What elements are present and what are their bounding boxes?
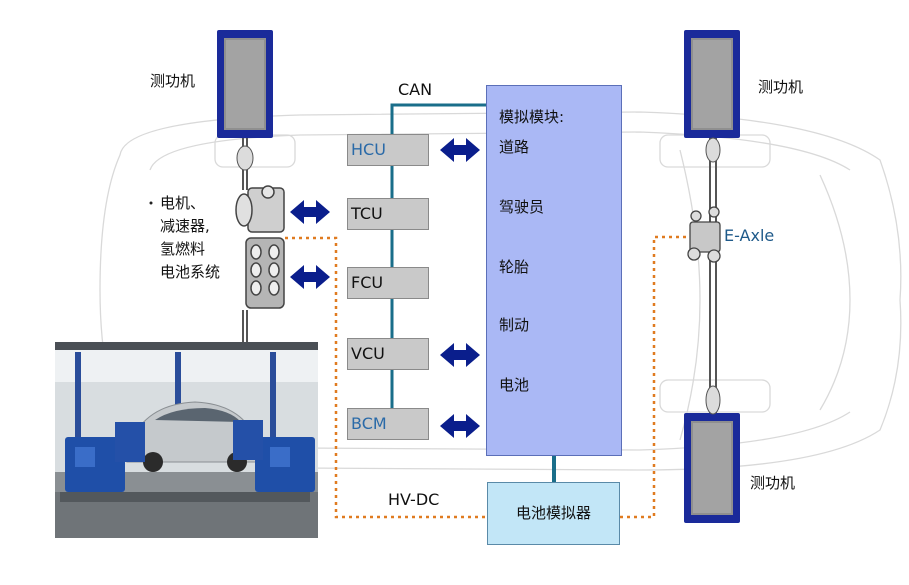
battery-simulator: 电池模拟器 [487, 482, 620, 545]
ecu-hcu: HCU [347, 134, 429, 166]
ecu-vcu: VCU [347, 338, 429, 370]
sim-item-tire: 轮胎 [499, 258, 530, 276]
powertrain-line-3: 氢燃料 [160, 240, 206, 258]
e-axle-unit [687, 206, 721, 263]
right-coupling-bottom [705, 385, 721, 415]
powertrain-unit [235, 185, 285, 309]
arrow-tcu-powertrain [290, 200, 330, 224]
sim-module-title: 模拟模块: [499, 108, 565, 126]
arrow-bcm [440, 414, 480, 438]
label-powertrain: 电机、 减速器, 氢燃料 电池系统 [160, 192, 220, 284]
bullet-dot [149, 201, 153, 205]
label-dyno-top-left: 测功机 [150, 72, 196, 90]
powertrain-line-1: 电机、 [160, 194, 206, 212]
arrow-hcu [440, 138, 480, 162]
dyno-bottom-right [684, 413, 740, 523]
right-coupling-top [705, 137, 721, 163]
powertrain-line-2: 减速器, [160, 217, 210, 235]
sim-item-road: 道路 [499, 138, 530, 156]
sim-item-driver: 驾驶员 [499, 198, 545, 216]
test-bench-photo [55, 342, 318, 538]
left-coupling [236, 145, 254, 171]
label-dyno-top-right: 测功机 [758, 78, 804, 96]
dyno-top-left [217, 30, 273, 138]
label-dyno-bottom-right: 测功机 [750, 474, 796, 492]
sim-item-brake: 制动 [499, 316, 530, 334]
right-shaft [709, 138, 717, 413]
ecu-bcm: BCM [347, 408, 429, 440]
sim-item-battery: 电池 [499, 376, 530, 394]
simulation-module: 模拟模块: 道路 驾驶员 轮胎 制动 电池 [486, 85, 622, 456]
label-hv-dc: HV-DC [388, 490, 440, 509]
ecu-fcu: FCU [347, 267, 429, 299]
label-e-axle: E-Axle [724, 226, 775, 245]
label-can: CAN [398, 80, 433, 99]
ecu-tcu: TCU [347, 198, 429, 230]
arrow-vcu [440, 343, 480, 367]
dyno-top-right [684, 30, 740, 138]
arrow-fcu-powertrain [290, 265, 330, 289]
powertrain-line-4: 电池系统 [160, 263, 221, 281]
hv-dc-wiring [285, 235, 690, 519]
